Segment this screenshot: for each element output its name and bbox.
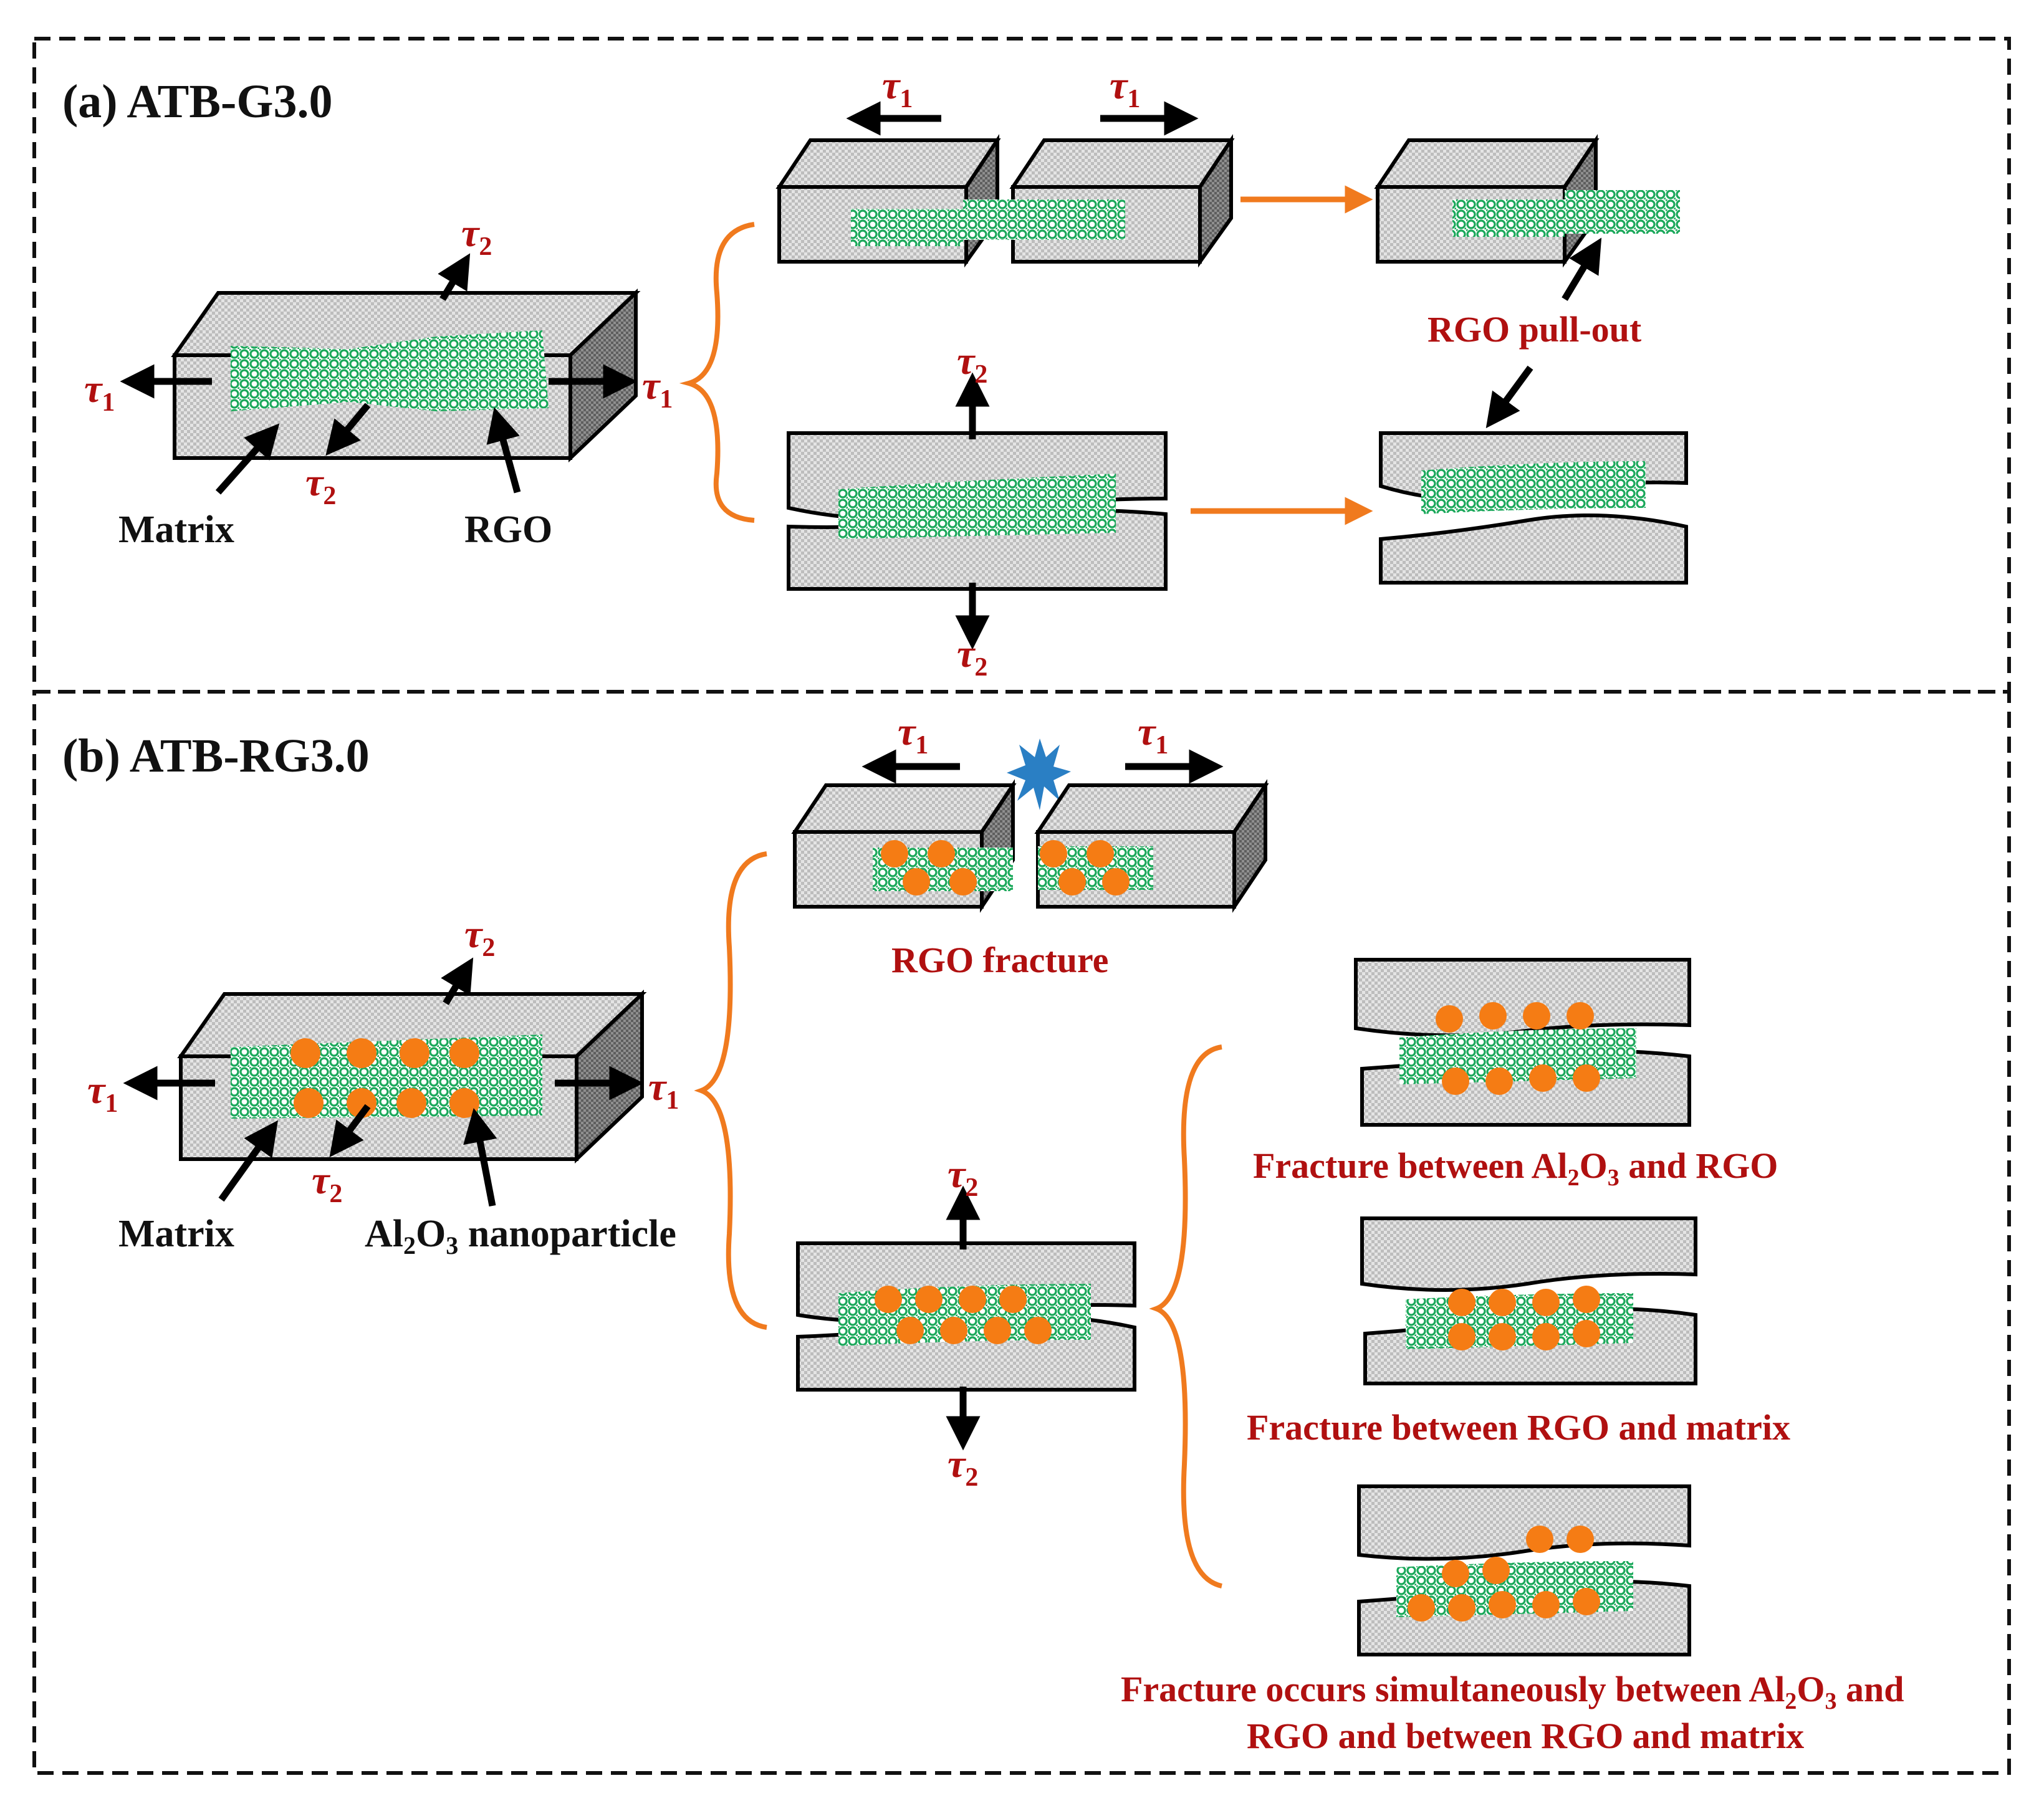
panel-a-pullout-block	[1374, 134, 1680, 268]
panel-b-main-block	[177, 990, 647, 1163]
panel-a-matrix-pointer	[215, 423, 280, 495]
panel-a-split-tau1-left: τ1	[882, 63, 913, 113]
panel-a-pullout-label: RGO pull-out	[1427, 309, 1642, 350]
panel-a-debond-tau2-top: τ2	[957, 338, 987, 389]
panel-b-tau1-right: τ1	[648, 1064, 679, 1115]
panel-b-tau2-bottom: τ2	[312, 1158, 342, 1208]
panel-b-tau2-top: τ2	[464, 912, 495, 962]
panel-b-split-tau1-right: τ1	[1138, 709, 1168, 760]
panel-a-tau2-top: τ2	[461, 211, 492, 261]
case2-diagram	[1360, 1216, 1697, 1385]
panel-b-rgo-sheet	[231, 1034, 542, 1119]
panel-a-pullout-pointer-up	[1562, 237, 1602, 301]
panel-b-tau2-down-arrow	[329, 1104, 371, 1157]
panel-a-debond-tau2-bottom: τ2	[957, 631, 987, 682]
panel-b-matrix-label: Matrix	[118, 1213, 234, 1255]
panel-b-split-block-left	[791, 779, 1017, 913]
panel-a-matrix-label: Matrix	[118, 509, 234, 551]
panel-a-rgo-bridge	[963, 199, 1125, 240]
panel-a-split-tau1-right: τ1	[1110, 63, 1140, 113]
case3-label-line2: RGO and between RGO and matrix	[1247, 1716, 1804, 1756]
case1-diagram	[1354, 958, 1691, 1127]
panel-a-main-block	[171, 289, 641, 462]
case3-label-line1: Fracture occurs simultaneously between A…	[1121, 1669, 1904, 1714]
panel-b-frame	[32, 690, 2011, 1775]
panel-b-al2o3-label: Al2O3 nanoparticle	[365, 1213, 676, 1259]
panel-a-tau1-right: τ1	[642, 363, 673, 414]
case1-label: Fracture between Al2O3 and RGO	[1253, 1145, 1778, 1191]
panel-a-debond-result	[1379, 431, 1688, 585]
panel-a-tau2-down-arrow	[325, 403, 371, 456]
panel-b-split-tau1-left: τ1	[898, 709, 928, 760]
panel-b-cases-brace	[1149, 1044, 1223, 1589]
panel-a-rgo-label: RGO	[464, 509, 552, 551]
panel-a-tau2-up-arrow	[438, 253, 471, 301]
panel-b-tau1-left: τ1	[87, 1068, 118, 1118]
panel-a-rgo-sheet	[231, 330, 549, 411]
panel-a-title: (a) ATB-G3.0	[62, 75, 332, 128]
panel-b-rgo-fracture-label: RGO fracture	[891, 940, 1108, 980]
case2-label: Fracture between RGO and matrix	[1247, 1407, 1790, 1448]
panel-b-matrix-pointer	[218, 1120, 278, 1202]
panel-a-brace	[679, 222, 755, 523]
panel-b-debond-pair	[796, 1241, 1136, 1392]
panel-b-title: (b) ATB-RG3.0	[62, 730, 370, 782]
panel-b-debond-tau2-bottom: τ2	[948, 1441, 978, 1492]
panel-a-pullout-pointer-down	[1485, 365, 1533, 429]
panel-a-debond-pair	[787, 431, 1168, 591]
panel-a-rgo-left-piece	[851, 209, 963, 246]
panel-a-tau1-left: τ1	[84, 366, 115, 417]
panel-b-brace	[694, 851, 767, 1330]
panel-b-split-block-right	[1034, 779, 1269, 913]
panel-a-pulled-rgo	[1565, 190, 1680, 234]
panel-b-debond-tau2-top: τ2	[948, 1152, 978, 1202]
panel-a-rgo-pointer	[486, 407, 521, 494]
fracture-spark-icon	[1007, 738, 1071, 810]
panel-b-al2o3-pointer	[463, 1107, 497, 1207]
panel-b-tau2-up-arrow	[441, 957, 474, 1005]
panel-a-tau2-bottom: τ2	[305, 460, 336, 510]
case3-diagram	[1357, 1484, 1691, 1656]
